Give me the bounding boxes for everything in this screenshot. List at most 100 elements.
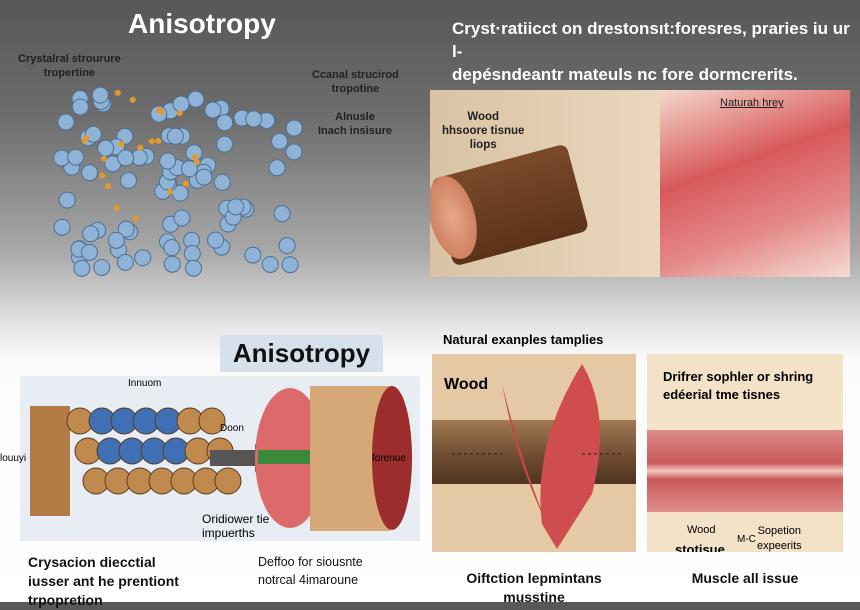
label-line: Ccanal strucirod bbox=[312, 69, 399, 81]
small-atom bbox=[158, 108, 165, 115]
atom bbox=[187, 90, 205, 108]
atom bbox=[97, 139, 115, 157]
fiber-cylinder bbox=[214, 467, 242, 495]
anisotropy-illustration: Innuom Doon louuyi forenue Oridiower tie… bbox=[0, 376, 420, 541]
atom bbox=[82, 225, 100, 243]
caption-line: Deffoo for siousnte bbox=[258, 555, 363, 569]
atom bbox=[285, 143, 303, 161]
log-end bbox=[372, 386, 412, 530]
small-atom bbox=[81, 137, 88, 144]
examples-heading: Natural exanples tamplies bbox=[443, 332, 604, 347]
panel2-caption: Muscle all issue bbox=[691, 570, 799, 586]
small-atom bbox=[148, 138, 155, 145]
label-line: hhsoore tisnue bbox=[442, 125, 525, 137]
sopetion-label: Sopetion expeerits bbox=[757, 524, 802, 552]
innuom-label: Innuom bbox=[128, 378, 162, 389]
label-line: Crystalral strourure bbox=[18, 53, 121, 65]
label-line: Inach insisure bbox=[318, 125, 392, 137]
atom bbox=[119, 171, 137, 189]
canal-label: Ccanal strucirod tropotine bbox=[312, 68, 399, 96]
label-line: tropotine bbox=[331, 83, 380, 95]
caption-line: Crysacion diecctial bbox=[28, 554, 156, 570]
small-atom bbox=[193, 159, 200, 166]
atom bbox=[244, 246, 262, 264]
crystal-lattice-illustration bbox=[53, 86, 303, 277]
small-atom bbox=[104, 183, 111, 190]
atom bbox=[216, 135, 234, 153]
atom bbox=[93, 258, 111, 276]
wood-fiber-illustration bbox=[30, 386, 412, 531]
label-line: tropertine bbox=[43, 67, 96, 79]
small-atom bbox=[167, 188, 174, 195]
atom bbox=[185, 259, 203, 277]
caption-middle: Deffoo for siousnte notrcal 4imaroune bbox=[258, 553, 363, 589]
atom bbox=[58, 191, 76, 209]
atom bbox=[80, 243, 98, 261]
atom bbox=[216, 114, 234, 132]
wood-grain bbox=[432, 420, 636, 484]
small-atom bbox=[137, 144, 144, 151]
right-label: forenue bbox=[372, 453, 406, 464]
crystal-label: Crystalral strourure tropertine bbox=[18, 52, 121, 80]
label-line: Alnusle bbox=[335, 111, 375, 123]
atom bbox=[84, 125, 102, 143]
stotisue-label: stotisue bbox=[675, 542, 725, 552]
label-line: impuerths bbox=[202, 526, 255, 540]
atom bbox=[268, 159, 286, 177]
wood-label: Wood bbox=[687, 524, 716, 536]
label-line: Sopetion bbox=[757, 525, 802, 537]
caption-line: Oiftction lepmintans bbox=[466, 570, 602, 586]
wood-example-panel: Wood bbox=[432, 354, 636, 552]
atom bbox=[73, 259, 91, 277]
small-atom bbox=[176, 110, 183, 117]
fiber-band bbox=[258, 450, 318, 464]
label-line: liops bbox=[469, 139, 497, 151]
atom bbox=[204, 101, 222, 119]
atom bbox=[207, 231, 225, 249]
atom bbox=[159, 152, 177, 170]
label-line: Wood bbox=[467, 111, 500, 123]
caption-line: notrcal 4imaroune bbox=[258, 573, 359, 587]
atom bbox=[245, 110, 263, 128]
subtitle: Cryst·ratiicct on drestonsıt:foresres, p… bbox=[452, 17, 860, 86]
atom bbox=[166, 127, 184, 145]
atom bbox=[107, 231, 125, 249]
atom bbox=[172, 95, 190, 113]
arrow-shaft bbox=[210, 450, 255, 466]
atom bbox=[117, 149, 135, 167]
left-label: louuyi bbox=[0, 453, 27, 464]
atom bbox=[53, 218, 71, 236]
atom bbox=[227, 198, 245, 216]
atom bbox=[57, 113, 75, 131]
atom bbox=[117, 220, 135, 238]
label-line: expeerits bbox=[757, 540, 802, 552]
muscle-illustration bbox=[660, 90, 850, 277]
atom bbox=[213, 173, 231, 191]
small-atom bbox=[155, 137, 162, 144]
small-atom bbox=[113, 204, 120, 211]
subtitle-line: Cryst·ratiicct on drestonsıt:foresres, p… bbox=[452, 19, 850, 61]
atom bbox=[285, 119, 303, 137]
heading-line: edéerial tme tisnes bbox=[663, 387, 781, 402]
doon-label: Doon bbox=[220, 423, 244, 434]
caption-line: musstine bbox=[503, 589, 565, 605]
mc-label: M-C bbox=[737, 534, 756, 545]
fiber-cylinder bbox=[198, 407, 226, 435]
small-atom bbox=[101, 155, 108, 162]
wood-label: Wood bbox=[444, 376, 489, 393]
small-atom bbox=[133, 215, 140, 222]
natural-label: Naturah hrey bbox=[720, 97, 784, 109]
wood-muscle-panel: Wood hhsoore tisnue liops Naturah hrey bbox=[430, 90, 850, 277]
small-atom bbox=[129, 96, 136, 103]
small-atom bbox=[118, 141, 125, 148]
atom bbox=[173, 209, 191, 227]
wood-block bbox=[30, 406, 70, 516]
atom bbox=[273, 205, 291, 223]
muscle-illustration bbox=[452, 364, 622, 549]
small-atom bbox=[99, 172, 106, 179]
